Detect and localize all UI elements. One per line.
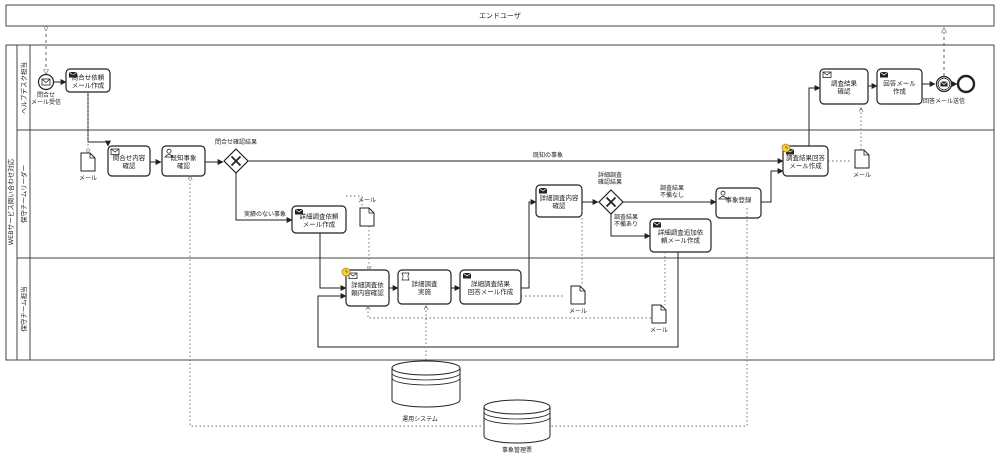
data-object-mail: メール <box>79 152 97 182</box>
data-object-label: メール <box>853 172 871 179</box>
data-object-mail: メール <box>569 285 587 315</box>
data-object-label: メール <box>79 175 97 182</box>
task-label: 回答メール作成 <box>883 79 916 96</box>
task-label: 詳細調査追加依頼メール作成 <box>658 228 704 245</box>
timer-icon <box>781 143 791 153</box>
user-task-icon <box>718 190 728 200</box>
task-t1[interactable]: 問合せ依頼メール作成 <box>65 68 111 93</box>
task-t10[interactable]: 詳細調査依頼内容確認 <box>345 269 390 307</box>
datastore-incident-mgmt-label: 事象管理票 <box>502 446 532 454</box>
flow-label-unknown: 実績のない事象 <box>244 210 286 218</box>
flow-label-known: 既知の事象 <box>533 151 563 159</box>
envelope-icon <box>462 272 472 279</box>
data-object-mail: メール <box>650 304 668 334</box>
task-t12[interactable]: 詳細調査結果回答メール作成 <box>459 269 522 305</box>
data-object-mail: メール <box>358 197 376 227</box>
lane-label-leader: 保守チームリーダー <box>19 165 28 223</box>
task-t7[interactable]: 調査結果回答メール作成 <box>782 145 829 177</box>
envelope-icon <box>538 187 548 194</box>
timer-icon <box>341 267 351 277</box>
datastore-incident-mgmt <box>483 399 551 444</box>
data-object-label: メール <box>569 308 587 315</box>
envelope-icon <box>294 208 304 215</box>
user-task-icon <box>164 148 174 158</box>
task-t9[interactable]: 回答メール作成 <box>876 68 923 105</box>
gateway-inquiry-result[interactable] <box>223 148 249 174</box>
task-label: 調査結果回答メール作成 <box>786 153 826 170</box>
task-label: 調査結果確認 <box>831 79 858 96</box>
task-label: 詳細調査内容確認 <box>540 193 580 210</box>
script-task-icon <box>401 272 410 281</box>
start-message-event[interactable] <box>37 73 55 91</box>
datastore-ops-system <box>391 360 461 408</box>
data-associations <box>88 92 861 427</box>
task-t3[interactable]: 既知事象確認 <box>161 145 206 177</box>
task-t6[interactable]: 事象登録 <box>715 187 762 219</box>
end-event[interactable] <box>956 74 976 94</box>
gateway-inquiry-label: 問合せ確認結果 <box>215 138 257 146</box>
start-event-label: 問合せメール受信 <box>31 91 61 106</box>
end-user-pool-label: エンドユーザ <box>479 12 521 20</box>
envelope-icon <box>68 71 78 78</box>
envelope-icon <box>348 272 358 279</box>
flow-label-defect: 調査結果不備あり <box>614 213 638 228</box>
data-object-label: メール <box>650 327 668 334</box>
task-t11[interactable]: 詳細調査実施 <box>397 269 452 305</box>
task-label: 既知事象確認 <box>171 153 198 170</box>
task-label: 問合せ依頼メール作成 <box>72 73 105 90</box>
task-label: 詳細調査実施 <box>412 279 439 296</box>
envelope-icon <box>110 148 120 155</box>
task-t2[interactable]: 問合せ内容確認 <box>107 145 151 177</box>
datastore-ops-system-label: 運用システム <box>402 416 438 423</box>
sequence-flows <box>53 79 958 348</box>
task-label: 詳細調査依頼内容確認 <box>351 280 384 297</box>
web-support-pool-label: WEBサービス問い合わせ対応 <box>6 158 15 245</box>
task-label: 詳細調査依頼メール作成 <box>300 212 340 229</box>
task-label: 問合せ内容確認 <box>113 153 146 170</box>
task-t13[interactable]: 詳細調査追加依頼メール作成 <box>649 218 712 253</box>
end-user-pool <box>5 4 995 27</box>
envelope-icon <box>652 221 662 228</box>
task-t5[interactable]: 詳細調査内容確認 <box>535 184 583 218</box>
envelope-icon <box>879 71 889 78</box>
gateway-detail-label: 詳細調査確認結果 <box>598 171 622 186</box>
task-t4[interactable]: 詳細調査依頼メール作成 <box>291 205 347 234</box>
send-answer-event[interactable] <box>935 75 953 93</box>
data-object-label: メール <box>358 197 376 204</box>
lane-label-member: 保守チーム担当 <box>19 286 28 331</box>
envelope-icon <box>822 71 832 78</box>
lane-label-helpdesk: ヘルプデスク担当 <box>19 62 28 114</box>
task-label: 詳細調査結果回答メール作成 <box>468 279 514 296</box>
task-t8[interactable]: 調査結果確認 <box>819 68 869 105</box>
flow-label-no-defect: 調査結果不備なし <box>660 184 684 199</box>
data-object-mail: メール <box>853 149 871 179</box>
task-label: 事象登録 <box>726 195 753 204</box>
send-answer-label: 回答メール送信 <box>923 97 965 105</box>
